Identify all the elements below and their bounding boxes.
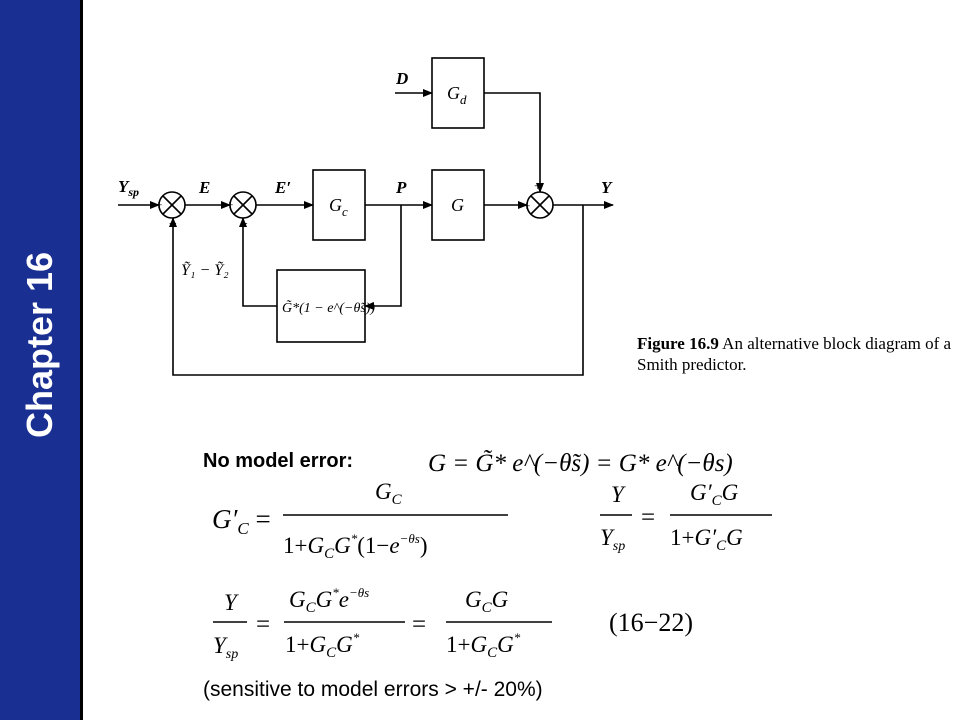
svg-text:1+GCG*: 1+GCG*	[446, 630, 521, 661]
svg-text:G′C =: G′C =	[212, 504, 271, 538]
equation-number: (16−22)	[609, 608, 693, 637]
svg-text:Y: Y	[611, 482, 626, 507]
equation-closed-loop-1: Y Ysp = G′CG 1+G′CG	[600, 480, 772, 554]
svg-text:Y: Y	[224, 590, 239, 615]
sign-plus-2: +	[226, 197, 233, 212]
svg-text:Ysp: Ysp	[213, 633, 238, 662]
sum-junction-3	[526, 191, 554, 219]
equation-no-model-error: G = G̃* e^(−θ̃s) = G* e^(−θs)	[428, 450, 733, 477]
sign-plus-3: +	[534, 178, 541, 193]
sign-minus-2: −	[240, 217, 248, 232]
sidebar-divider	[80, 0, 83, 720]
svg-text:GCG*e−θs: GCG*e−θs	[289, 585, 369, 616]
signal-e: E	[198, 178, 210, 197]
svg-text:=: =	[412, 611, 426, 638]
sign-minus-1: −	[169, 217, 177, 232]
block-gc-label: Gc	[329, 195, 348, 219]
svg-text:G′CG: G′CG	[690, 480, 739, 509]
svg-text:1+G′CG: 1+G′CG	[670, 525, 743, 554]
svg-text:=: =	[641, 504, 655, 531]
equation-closed-loop-2: Y Ysp = GCG*e−θs 1+GCG* = GCG 1+GCG*	[213, 585, 552, 662]
figure-caption-text: An alternative block diagram of a Smith …	[637, 334, 952, 374]
signal-ysp: Ysp	[118, 177, 139, 199]
svg-text:1+GCG*: 1+GCG*	[285, 630, 360, 661]
signal-e-prime: E′	[274, 178, 291, 197]
svg-text:Ysp: Ysp	[600, 525, 625, 554]
signal-feedback: Ỹ₁ − Ỹ₂	[181, 261, 229, 279]
block-gd-label: Gd	[447, 83, 467, 107]
chapter-sidebar: Chapter 16	[0, 0, 80, 720]
signal-p: P	[395, 178, 407, 197]
figure-caption: Figure 16.9 An alternative block diagram…	[637, 333, 957, 375]
signal-y: Y	[601, 178, 613, 197]
svg-text:=: =	[256, 611, 270, 638]
arrow-outer-feedback	[169, 205, 584, 376]
arrow-predictor-out	[239, 217, 277, 307]
sign-plus-1: +	[155, 197, 162, 212]
arrow-to-predictor	[364, 205, 402, 310]
block-predictor-label: G̃*(1 − e^(−θ̃s))	[282, 300, 375, 316]
svg-text:GCG: GCG	[465, 587, 509, 616]
sum-junction-2	[229, 191, 257, 219]
svg-text:1+GCG*(1−e−θs): 1+GCG*(1−e−θs)	[283, 531, 428, 562]
svg-text:GC: GC	[375, 479, 403, 508]
equation-gc-prime: G′C = GC 1+GCG*(1−e−θs)	[212, 479, 508, 562]
block-g-label: G	[451, 195, 464, 215]
sum-junction-1	[158, 191, 186, 219]
arrow-gd-out	[484, 92, 544, 193]
no-model-error-label: No model error:	[203, 450, 354, 472]
signal-d: D	[395, 69, 408, 88]
sensitivity-note: (sensitive to model errors > +/- 20%)	[203, 678, 543, 701]
figure-label: Figure 16.9	[637, 334, 719, 353]
sign-plus-4: +	[523, 198, 530, 213]
